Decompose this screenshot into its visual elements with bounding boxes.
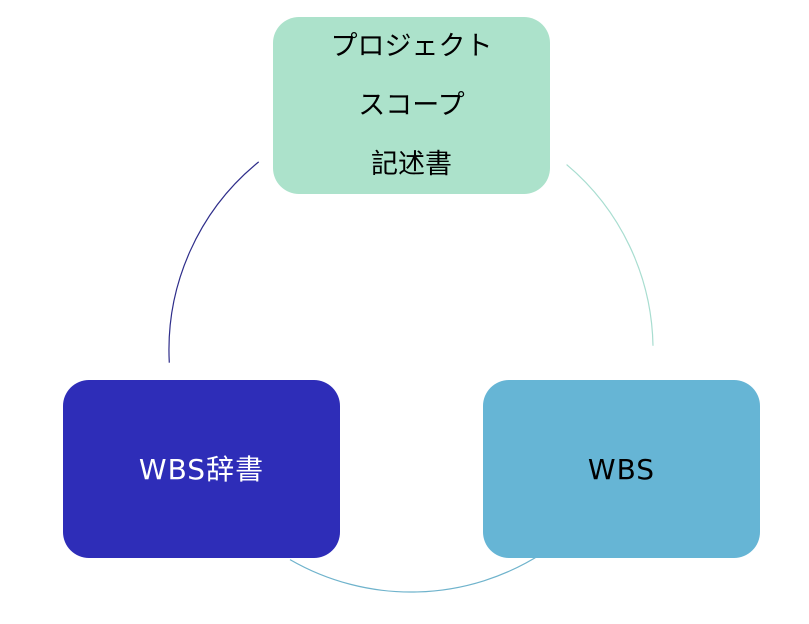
wbs-node-label: WBS bbox=[587, 452, 656, 486]
arc-scope-to-wbs bbox=[566, 164, 654, 346]
arc-wbs-to-dictionary bbox=[289, 552, 544, 593]
scope-node-line-2: スコープ bbox=[358, 90, 465, 121]
project-scope-statement-node: プロジェクト スコープ 記述書 bbox=[273, 17, 550, 194]
wbs-dictionary-node: WBS辞書 bbox=[63, 380, 340, 558]
dictionary-node-label: WBS辞書 bbox=[138, 452, 265, 486]
wbs-node: WBS bbox=[483, 380, 760, 558]
scope-node-line-1: プロジェクト bbox=[330, 31, 493, 62]
arc-dictionary-to-scope bbox=[168, 161, 260, 363]
scope-node-line-3: 記述書 bbox=[371, 149, 452, 180]
